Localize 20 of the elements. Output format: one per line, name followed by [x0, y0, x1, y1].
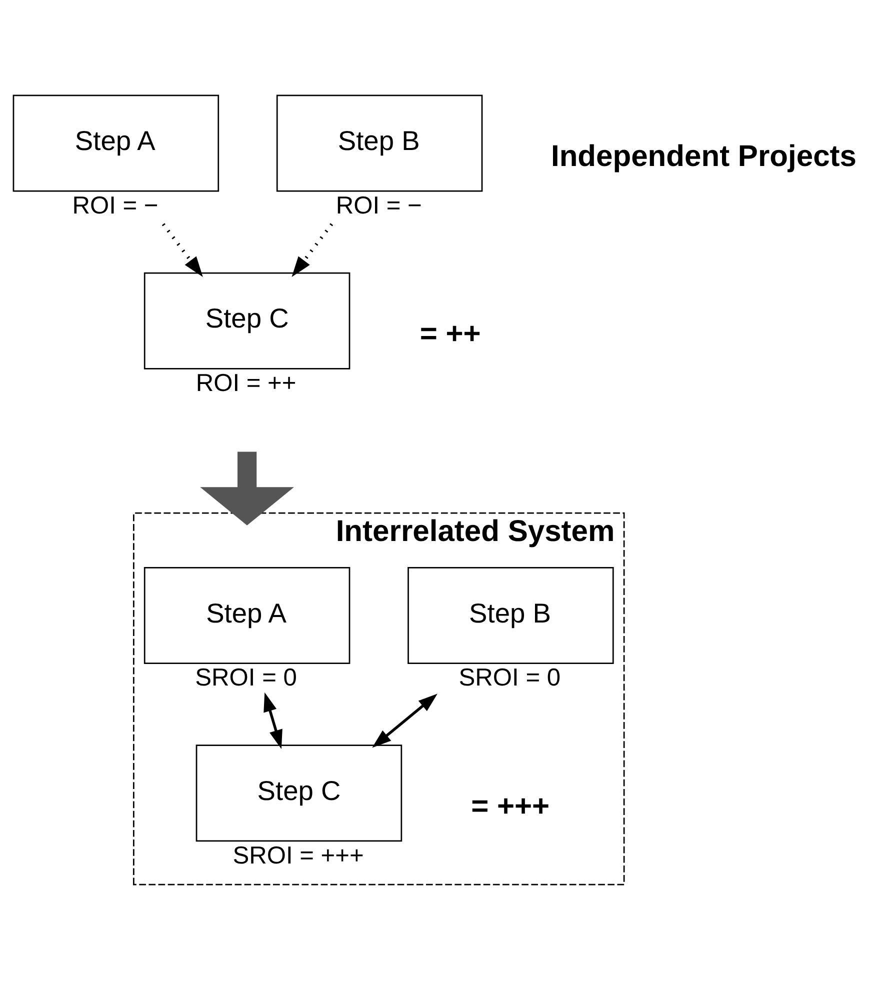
arrow	[292, 222, 334, 276]
label: Independent Projects	[550, 139, 857, 172]
node-label: ROI = −	[72, 192, 158, 219]
node-label: SROI = 0	[458, 664, 561, 692]
label: = +++	[471, 789, 550, 822]
node-box: Step C	[196, 744, 402, 842]
label: = ++	[420, 317, 481, 350]
node-label: SROI = 0	[195, 664, 297, 692]
arrow	[264, 692, 282, 749]
node-box: Step C	[144, 272, 350, 369]
arrow	[200, 451, 294, 525]
node-label: SROI = +++	[232, 842, 364, 869]
node-box: Step B	[408, 566, 614, 664]
node-box: Step B	[276, 94, 483, 192]
node-label: ROI = −	[336, 192, 422, 219]
node-box: Step A	[144, 566, 350, 664]
arrow	[372, 693, 438, 748]
node-box: Step A	[12, 94, 220, 192]
node-label: ROI = ++	[196, 370, 296, 397]
arrow	[162, 222, 203, 276]
